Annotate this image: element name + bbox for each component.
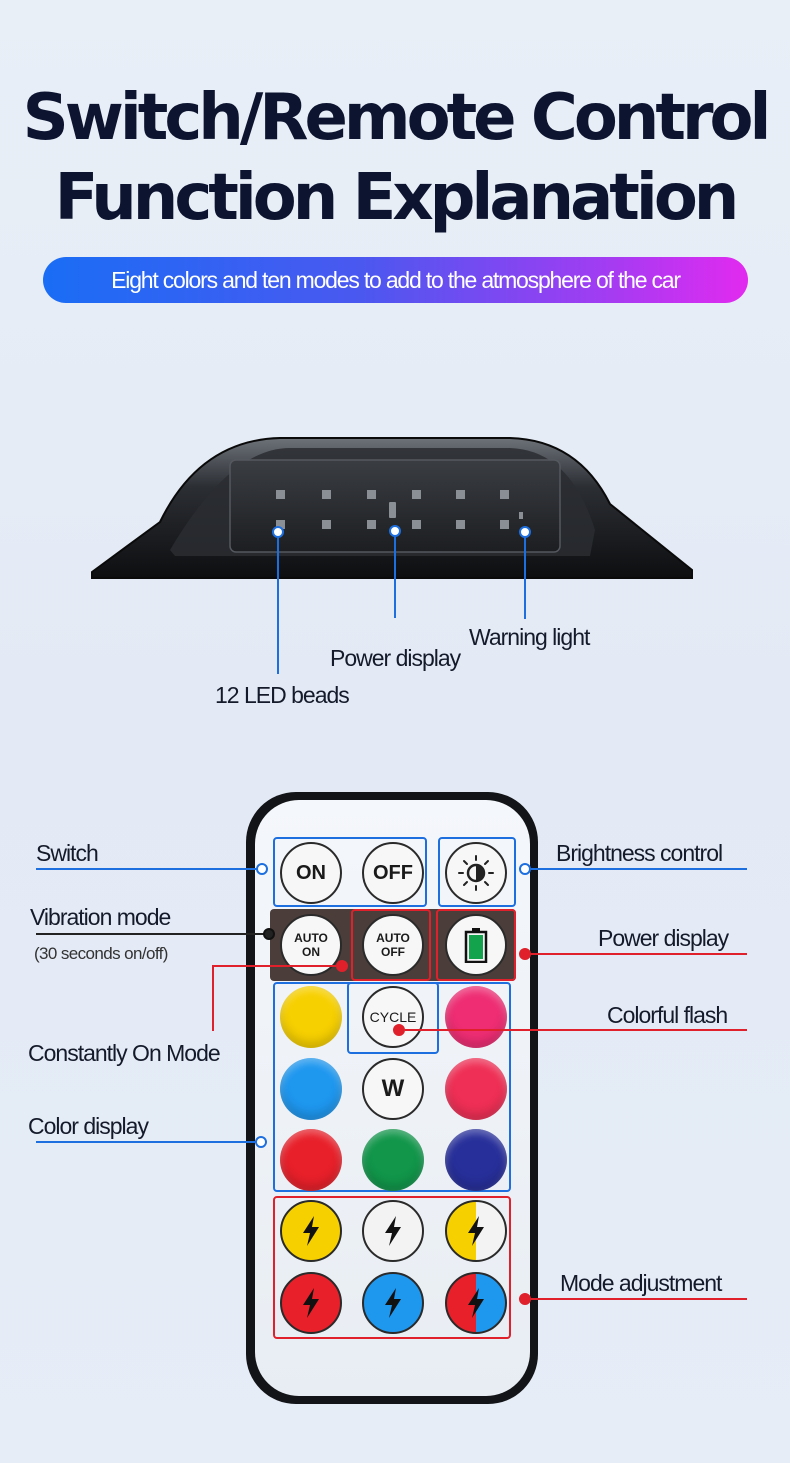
power-display-label: Power display: [330, 645, 461, 671]
switch-group: [273, 837, 427, 907]
vibration-label: Vibration mode: [30, 904, 171, 930]
pink-button[interactable]: [445, 986, 507, 1048]
warning-light-label: Warning light: [469, 624, 590, 650]
brightness-group: [438, 837, 516, 907]
constant-mode-label: Constantly On Mode: [28, 1040, 221, 1066]
red-button[interactable]: [280, 1129, 342, 1191]
vibration-note: (30 seconds on/off): [34, 944, 168, 963]
on-button[interactable]: ON: [280, 842, 342, 904]
yellow-white-flash-button[interactable]: [445, 1200, 507, 1262]
off-button[interactable]: OFF: [362, 842, 424, 904]
flash-icon: [303, 1216, 319, 1246]
auto-off-button[interactable]: AUTO OFF: [362, 914, 424, 976]
battery-icon: [464, 928, 488, 963]
switch-label: Switch: [36, 840, 99, 866]
color-display-label: Color display: [28, 1113, 149, 1139]
brightness-label: Brightness control: [556, 840, 723, 866]
page-title: Switch/Remote Control Function Explanati…: [0, 78, 790, 238]
brightness-icon: [458, 855, 494, 891]
flash-icon: [303, 1288, 319, 1318]
title-line-2: Function Explanation: [54, 161, 740, 235]
white-button[interactable]: W: [362, 1058, 424, 1120]
flash-icon: [468, 1288, 484, 1318]
power-group: [436, 909, 516, 981]
cycle-button[interactable]: CYCLE: [362, 986, 424, 1048]
flash-icon: [385, 1288, 401, 1318]
auto-off-line-2: OFF: [381, 945, 405, 959]
flash-icon: [385, 1216, 401, 1246]
flash-label: Colorful flash: [607, 1002, 728, 1028]
rose-button[interactable]: [445, 1058, 507, 1120]
auto-on-button[interactable]: AUTO ON: [280, 914, 342, 976]
auto-off-group: [351, 909, 431, 981]
mode-adjustment-label: Mode adjustment: [560, 1270, 722, 1296]
title-line-1: Switch/Remote Control: [22, 81, 772, 155]
red-flash-button[interactable]: [280, 1272, 342, 1334]
yellow-button[interactable]: [280, 986, 342, 1048]
navy-button[interactable]: [445, 1129, 507, 1191]
flash-icon: [468, 1216, 484, 1246]
mode-group: [273, 1196, 511, 1339]
brightness-button[interactable]: [445, 842, 507, 904]
power-label: Power display: [598, 925, 729, 951]
auto-on-line-2: ON: [302, 945, 320, 959]
green-button[interactable]: [362, 1129, 424, 1191]
red-blue-flash-button[interactable]: [445, 1272, 507, 1334]
leds-label: 12 LED beads: [215, 682, 350, 708]
auto-off-line-1: AUTO: [376, 931, 410, 945]
white-flash-button[interactable]: [362, 1200, 424, 1262]
battery-button[interactable]: [445, 914, 507, 976]
cycle-group: [347, 982, 439, 1054]
auto-on-line-1: AUTO: [294, 931, 328, 945]
yellow-flash-button[interactable]: [280, 1200, 342, 1262]
light-device: [91, 437, 693, 579]
subtitle-banner: Eight colors and ten modes to add to the…: [43, 257, 748, 303]
blue-button[interactable]: [280, 1058, 342, 1120]
blue-flash-button[interactable]: [362, 1272, 424, 1334]
